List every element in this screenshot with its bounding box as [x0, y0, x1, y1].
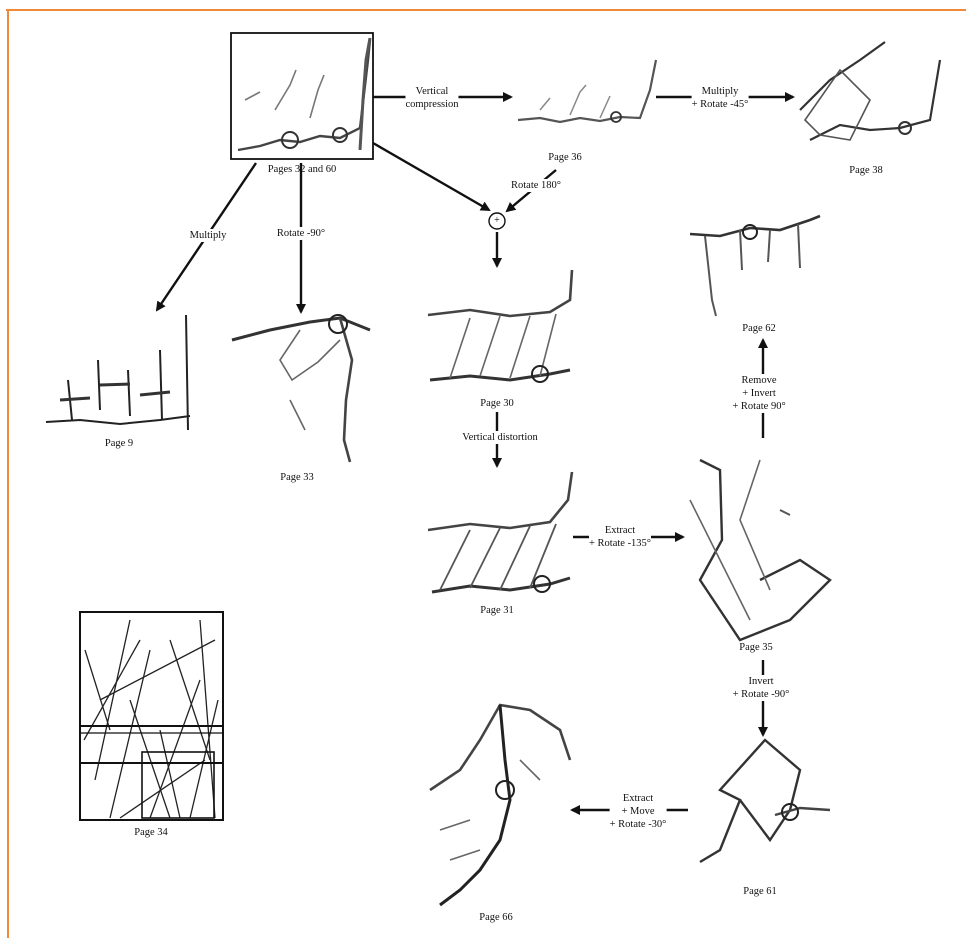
combine-node: [488, 212, 506, 230]
label-page-62: Page 62: [742, 323, 776, 334]
arrow-to-combine: [372, 141, 491, 212]
label-extract-move-rotate: Extract + Move + Rotate -30°: [609, 792, 667, 831]
label-remove-invert-rotate: Remove + Invert + Rotate 90°: [732, 374, 786, 413]
label-page-9: Page 9: [104, 438, 134, 449]
figure-page-35: [689, 458, 832, 642]
figure-page-62: [689, 214, 821, 317]
label-extract-rotate: Extract + Rotate -135°: [588, 524, 652, 550]
figure-page-30: [427, 269, 574, 383]
label-pages-32-60: Pages 32 and 60: [267, 164, 337, 175]
figure-page-31: [427, 471, 574, 594]
label-page-34: Page 34: [134, 827, 168, 838]
label-page-61: Page 61: [743, 886, 777, 897]
label-page-31: Page 31: [480, 605, 514, 616]
figure-page-61: [699, 738, 831, 864]
label-vertical-compression: Vertical compression: [405, 85, 459, 111]
label-page-33: Page 33: [280, 472, 314, 483]
label-invert-rotate: Invert + Rotate -90°: [732, 675, 790, 701]
label-rotate-neg90: Rotate -90°: [276, 227, 326, 240]
figure-page-34: [79, 611, 224, 821]
label-page-66: Page 66: [479, 912, 513, 923]
label-multiply: Multiply: [189, 229, 227, 242]
label-multiply-rotate: Multiply + Rotate -45°: [691, 85, 749, 111]
label-page-35: Page 35: [739, 642, 773, 653]
label-page-38: Page 38: [849, 165, 883, 176]
arrows: [155, 92, 795, 815]
label-vertical-distortion: Vertical distortion: [462, 431, 538, 444]
label-rotate-180: Rotate 180°: [511, 179, 561, 192]
figure-page-36: [517, 59, 658, 124]
combine-symbol: +: [494, 215, 500, 226]
figure-page-33: [231, 314, 371, 463]
figure-page-66: [429, 703, 572, 907]
label-page-30: Page 30: [480, 398, 514, 409]
figure-pages-32-60: [230, 32, 374, 160]
label-page-36: Page 36: [548, 152, 582, 163]
figure-page-9: [45, 314, 191, 431]
figure-page-38: [799, 41, 942, 141]
